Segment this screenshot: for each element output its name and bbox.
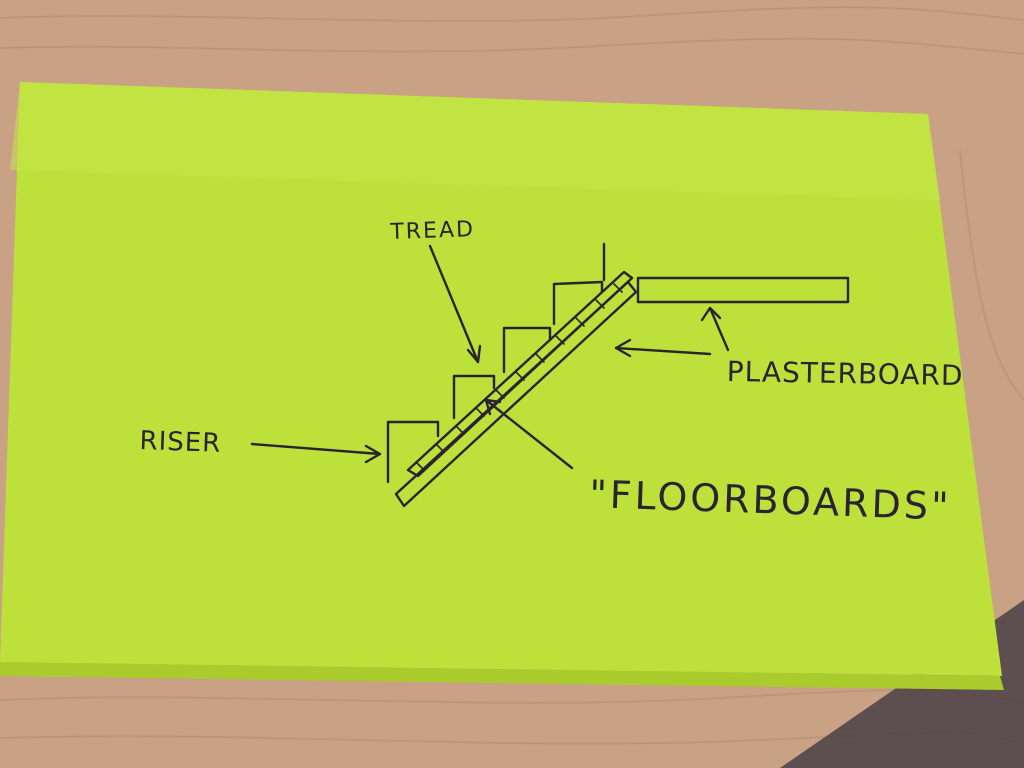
plasterboard-label: PLASTERBOARD: [726, 355, 964, 393]
riser-label: RISER: [139, 426, 222, 459]
tread-arrow: [428, 244, 482, 364]
sticky-note-edge: [0, 662, 1004, 690]
staircase-sketch: [250, 242, 850, 508]
staircase-steps: [386, 242, 606, 484]
floorboard-strip: [406, 270, 634, 478]
plasterboard-arrow-up: [700, 306, 730, 352]
floorboards-arrow: [484, 398, 574, 470]
sticky-note: [0, 82, 1002, 676]
riser-arrow: [250, 442, 382, 464]
plasterboard-arrow-left: [614, 338, 712, 358]
plasterboard-diagonal: [394, 280, 638, 508]
tread-label: TREAD: [389, 217, 476, 245]
plasterboard-ceiling: [636, 276, 850, 304]
sticky-note-highlight: [10, 82, 940, 200]
